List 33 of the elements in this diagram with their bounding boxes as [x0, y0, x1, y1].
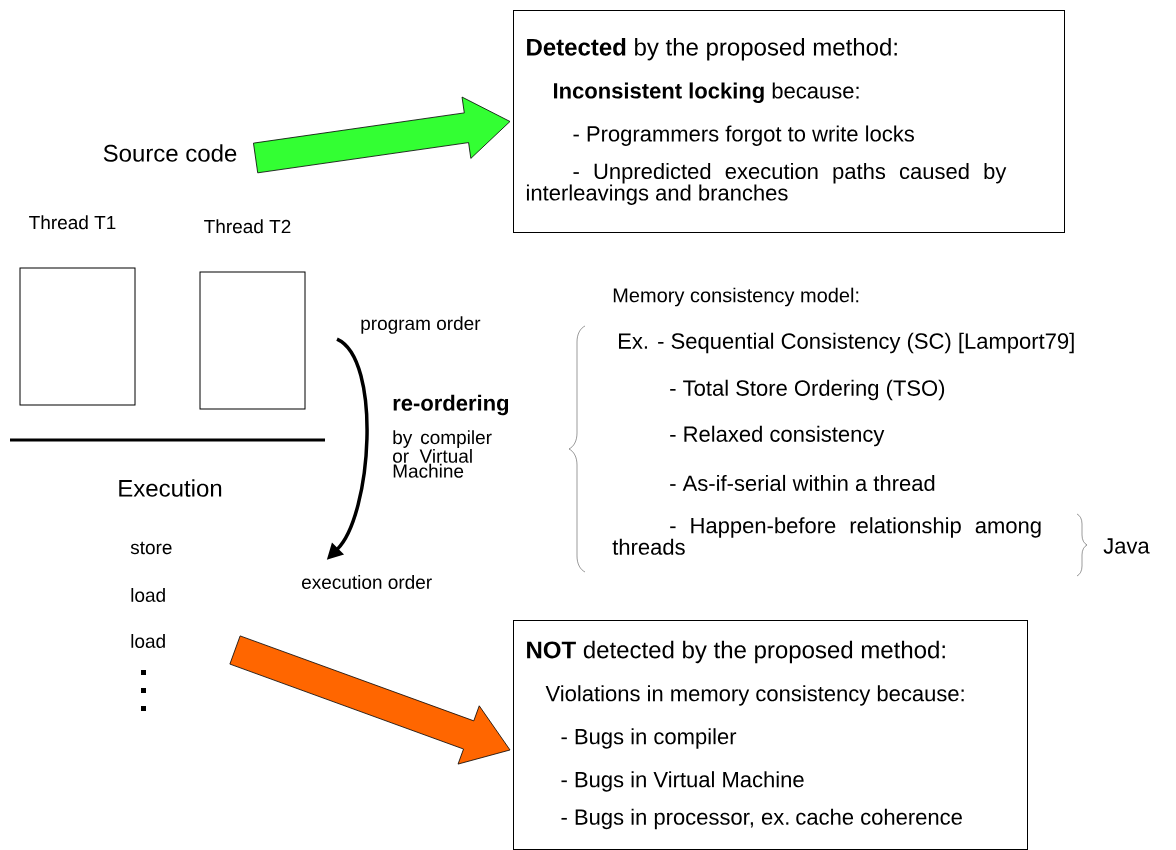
text-box	[513, 620, 1028, 850]
annotation-text: program order	[361, 316, 481, 334]
list-item: - Total Store Ordering (TSO)	[670, 379, 945, 401]
annotation-text: execution order	[302, 575, 432, 589]
list-item: - Programmers forgot to write locks	[573, 125, 914, 146]
instruction-text: load	[131, 634, 165, 648]
list-item: - As-if-serial within a thread	[670, 474, 935, 492]
block-arrow	[229, 635, 511, 765]
heading-text: Execution	[119, 479, 222, 497]
text-box	[513, 10, 1065, 233]
box-heading: NOT detected by the proposed method:	[527, 640, 945, 664]
thread-box	[199, 271, 306, 410]
list-item: - Unpredicted execution paths caused by interleavings and branches	[527, 162, 1007, 205]
block-arrow	[253, 96, 511, 174]
instruction-text: load	[131, 588, 165, 602]
heading-text: Source code	[103, 144, 237, 162]
thread-box	[19, 267, 136, 406]
list-item: - Relaxed consistency	[670, 425, 885, 447]
list-item: - Bugs in processor, ex. cache coherence	[561, 808, 962, 830]
annotation-text: by compiler or Virtual Machine	[393, 430, 492, 478]
list-heading: Inconsistent locking because:	[554, 82, 859, 104]
list-item: - Happen-before relationship among threads	[612, 517, 1041, 555]
heading-text: Memory consistency model:	[613, 287, 859, 307]
list-heading: Violations in memory consistency because:	[545, 685, 964, 706]
box-heading: Detected by the proposed method:	[527, 38, 897, 61]
side-label: Java	[1103, 538, 1150, 554]
list-item: - Bugs in compiler	[561, 728, 737, 749]
list-item: - Bugs in Virtual Machine	[561, 771, 804, 792]
caption-text: Thread T2	[204, 219, 291, 234]
heading-text: re-ordering	[393, 394, 509, 416]
list-item: Ex. - Sequential Consistency (SC) [Lamport79]	[619, 332, 1074, 354]
instruction-text: store	[130, 541, 172, 555]
caption-text: Thread T1	[29, 215, 116, 230]
